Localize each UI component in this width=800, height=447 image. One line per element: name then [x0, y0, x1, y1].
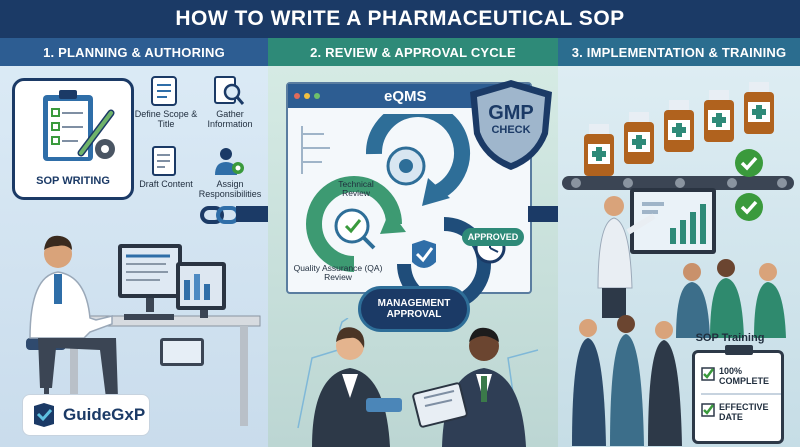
- sop-writing-label: SOP WRITING: [36, 175, 110, 187]
- step-draft-content: Draft Content: [139, 179, 193, 189]
- approvers-illustration: [297, 318, 539, 447]
- step-assign-responsibilities: Assign Responsibilities: [198, 179, 262, 199]
- step-gather-information: Gather Information: [207, 109, 253, 129]
- checkbox-checked-icon: [701, 367, 715, 381]
- review-header: 2. REVIEW & APPROVAL CYCLE: [268, 38, 558, 66]
- review-cycle-diagram: [301, 114, 506, 304]
- medicine-bottle-icon: [624, 112, 654, 164]
- management-line-2: APPROVAL: [386, 309, 442, 320]
- checklist-item: EFFECTIVE DATE: [701, 402, 781, 423]
- implementation-panel: 3. IMPLEMENTATION & TRAINING: [558, 38, 800, 447]
- gmp-check-shield-icon: [470, 80, 552, 170]
- divider: [701, 393, 781, 395]
- training-checklist-card: 100% COMPLETE EFFECTIVE DATE: [692, 345, 784, 444]
- title-bar: HOW TO WRITE A PHARMACEUTICAL SOP: [0, 0, 800, 38]
- management-approval-badge: MANAGEMENT APPROVAL: [358, 286, 470, 332]
- medicine-bottle-icon: [664, 100, 694, 152]
- planning-panel: 1. PLANNING & AUTHORING SOP WRITING Defi…: [0, 38, 268, 447]
- gmp-label: GMP: [488, 102, 534, 124]
- medicine-bottle-icon: [584, 124, 614, 176]
- sop-training-label: SOP Training: [695, 332, 765, 344]
- review-panel: 2. REVIEW & APPROVAL CYCLE eQMS Technica…: [268, 38, 558, 447]
- person-gear-icon: [215, 148, 244, 175]
- technical-review-label: Technical Review: [338, 179, 374, 199]
- check-label: CHECK: [491, 124, 531, 136]
- brand-name: GuideGxP: [63, 405, 146, 424]
- magnifier-document-icon: [214, 76, 245, 105]
- author-workstation-illustration: [26, 235, 261, 426]
- management-line-1: MANAGEMENT: [377, 298, 451, 309]
- qa-review-label: Quality Assurance (QA) Review: [293, 263, 383, 283]
- brand-logo-icon: [34, 403, 54, 427]
- eqms-title: eQMS: [384, 87, 427, 105]
- checklist-icon: [151, 76, 177, 106]
- planning-header: 1. PLANNING & AUTHORING: [0, 38, 268, 66]
- medicine-bottle-icon: [744, 82, 774, 134]
- training-session-illustration: [572, 188, 786, 446]
- checkbox-checked-icon: [701, 403, 715, 417]
- page-title: HOW TO WRITE A PHARMACEUTICAL SOP: [175, 7, 625, 30]
- sop-writing-card: SOP WRITING: [12, 78, 134, 200]
- window-dot-icon: [304, 93, 310, 99]
- implementation-header: 3. IMPLEMENTATION & TRAINING: [558, 38, 800, 66]
- production-line-illustration: [562, 82, 794, 190]
- check-circle-icon: [735, 193, 763, 221]
- clipboard-clip: [725, 345, 753, 355]
- approved-badge: APPROVED: [462, 228, 524, 246]
- clipboard-icon: [43, 90, 115, 161]
- draft-document-icon: [152, 146, 176, 176]
- window-dot-icon: [314, 93, 320, 99]
- brand-badge: GuideGxP: [22, 394, 150, 436]
- step-define-scope: Define Scope & Title: [134, 109, 198, 129]
- checklist-complete: 100% COMPLETE: [719, 366, 770, 386]
- medicine-bottle-icon: [704, 90, 734, 142]
- checklist-item: 100% COMPLETE: [701, 366, 781, 387]
- checklist-effective-date: EFFECTIVE DATE: [719, 402, 769, 422]
- window-dot-icon: [294, 93, 300, 99]
- check-circle-icon: [735, 149, 763, 177]
